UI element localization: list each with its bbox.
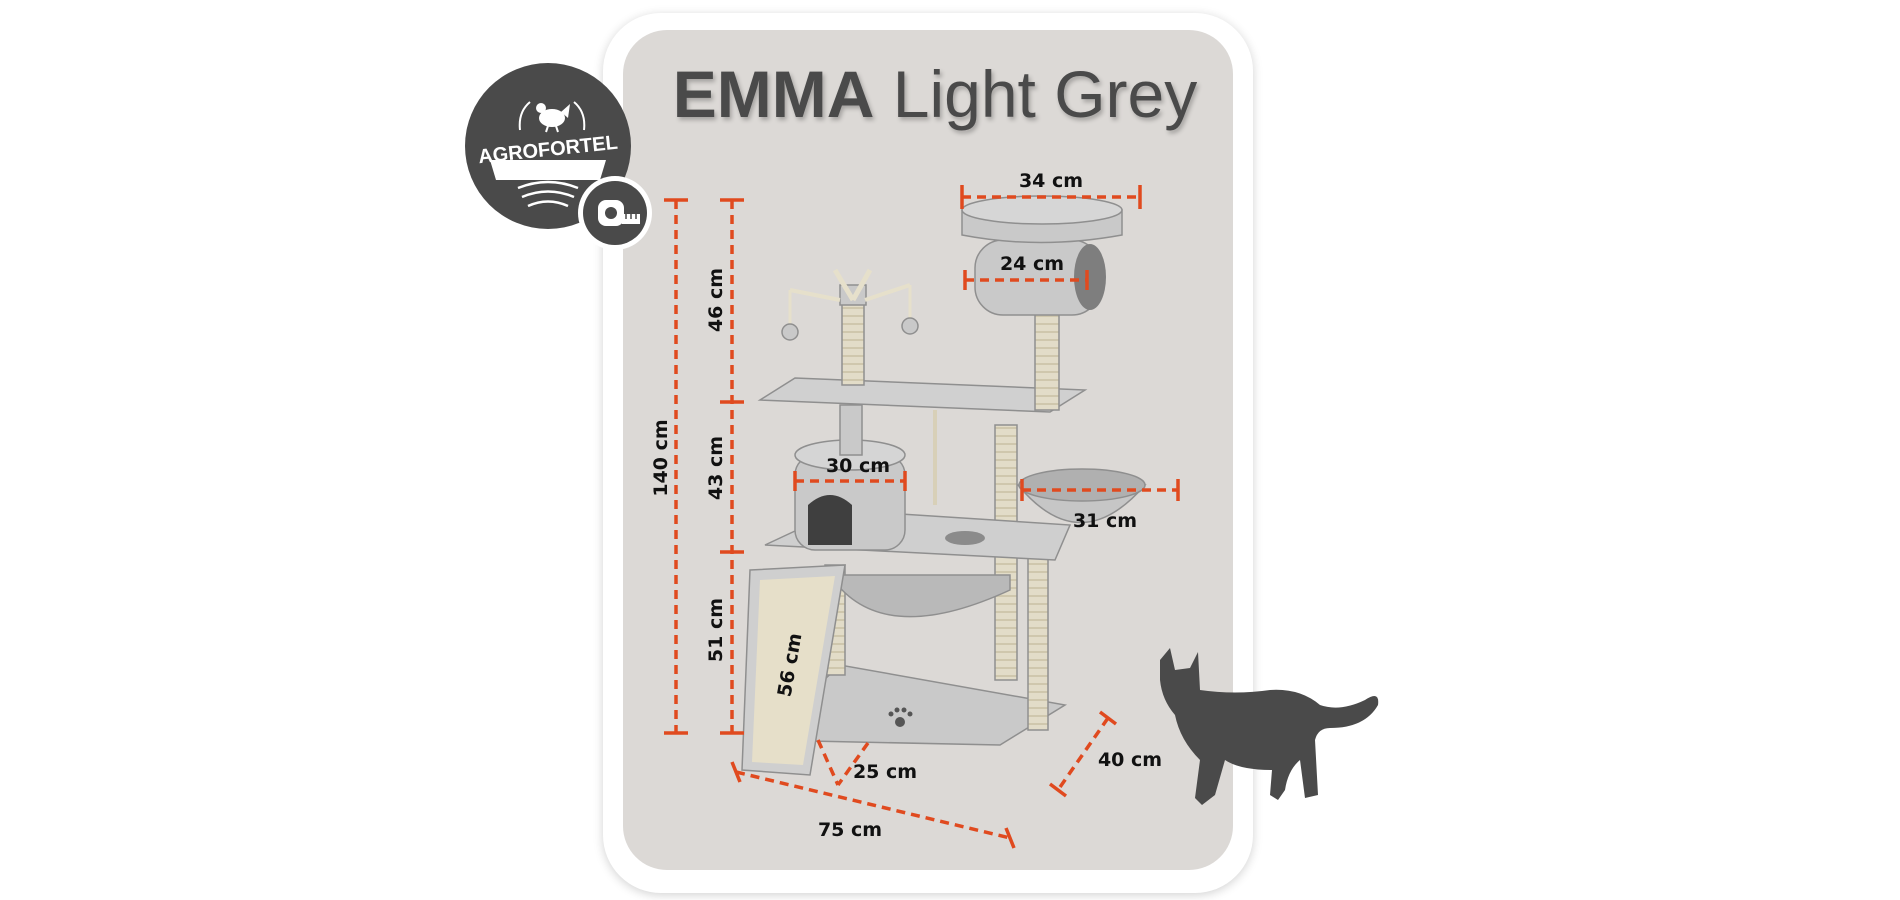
toy-arm-side-right (864, 283, 911, 302)
title-regular: Light Grey (892, 57, 1198, 131)
title-bold: EMMA (672, 57, 875, 131)
field-icon (517, 180, 579, 208)
toy-arm-right (850, 268, 873, 302)
label-base-depth: 40 cm (1098, 749, 1162, 771)
basket-rim (1018, 468, 1146, 502)
label-tube-width: 24 cm (1000, 253, 1064, 275)
cat-tree (741, 195, 1147, 776)
toy-arm-side-left (789, 288, 841, 302)
platform-middle (757, 377, 1088, 413)
label-basket-width: 31 cm (1073, 510, 1137, 532)
house-entrance (808, 495, 852, 545)
label-height-middle: 43 cm (705, 436, 727, 500)
dimension-lines (664, 185, 1180, 849)
label-total-height: 140 cm (650, 419, 672, 496)
label-base-length: 75 cm (818, 819, 882, 841)
hammock (828, 574, 1011, 618)
platform-hole (945, 531, 985, 545)
label-top-width: 34 cm (1019, 170, 1083, 192)
ramp-sisal (752, 576, 835, 765)
wheat-icon (518, 101, 586, 131)
post-house (839, 404, 863, 456)
toy-ball-left (781, 323, 799, 341)
label-ramp-width: 25 cm (853, 761, 917, 783)
dim-ramp-width-b (836, 741, 870, 787)
paw-icon (888, 707, 913, 727)
toy-arm-left (832, 268, 856, 302)
label-house-width: 30 cm (826, 455, 890, 477)
label-height-bottom: 51 cm (705, 598, 727, 662)
tape-measure-icon (598, 200, 640, 226)
chicken-icon (536, 103, 570, 133)
logo-ribbon (490, 160, 606, 180)
toy-ball-right (901, 317, 919, 335)
label-height-top: 46 cm (705, 268, 727, 332)
cat-silhouette-icon (1160, 648, 1379, 805)
dim-ramp-width-a (816, 739, 840, 786)
brand-logo: AGROFORTEL (465, 63, 652, 250)
tube-opening (1074, 244, 1106, 310)
dim-base-length (735, 770, 1011, 840)
post-lower-right (1027, 544, 1049, 731)
post-upper-left (841, 294, 865, 386)
top-perch-cushion (961, 195, 1123, 225)
product-title: EMMA Light Grey (655, 56, 1215, 132)
